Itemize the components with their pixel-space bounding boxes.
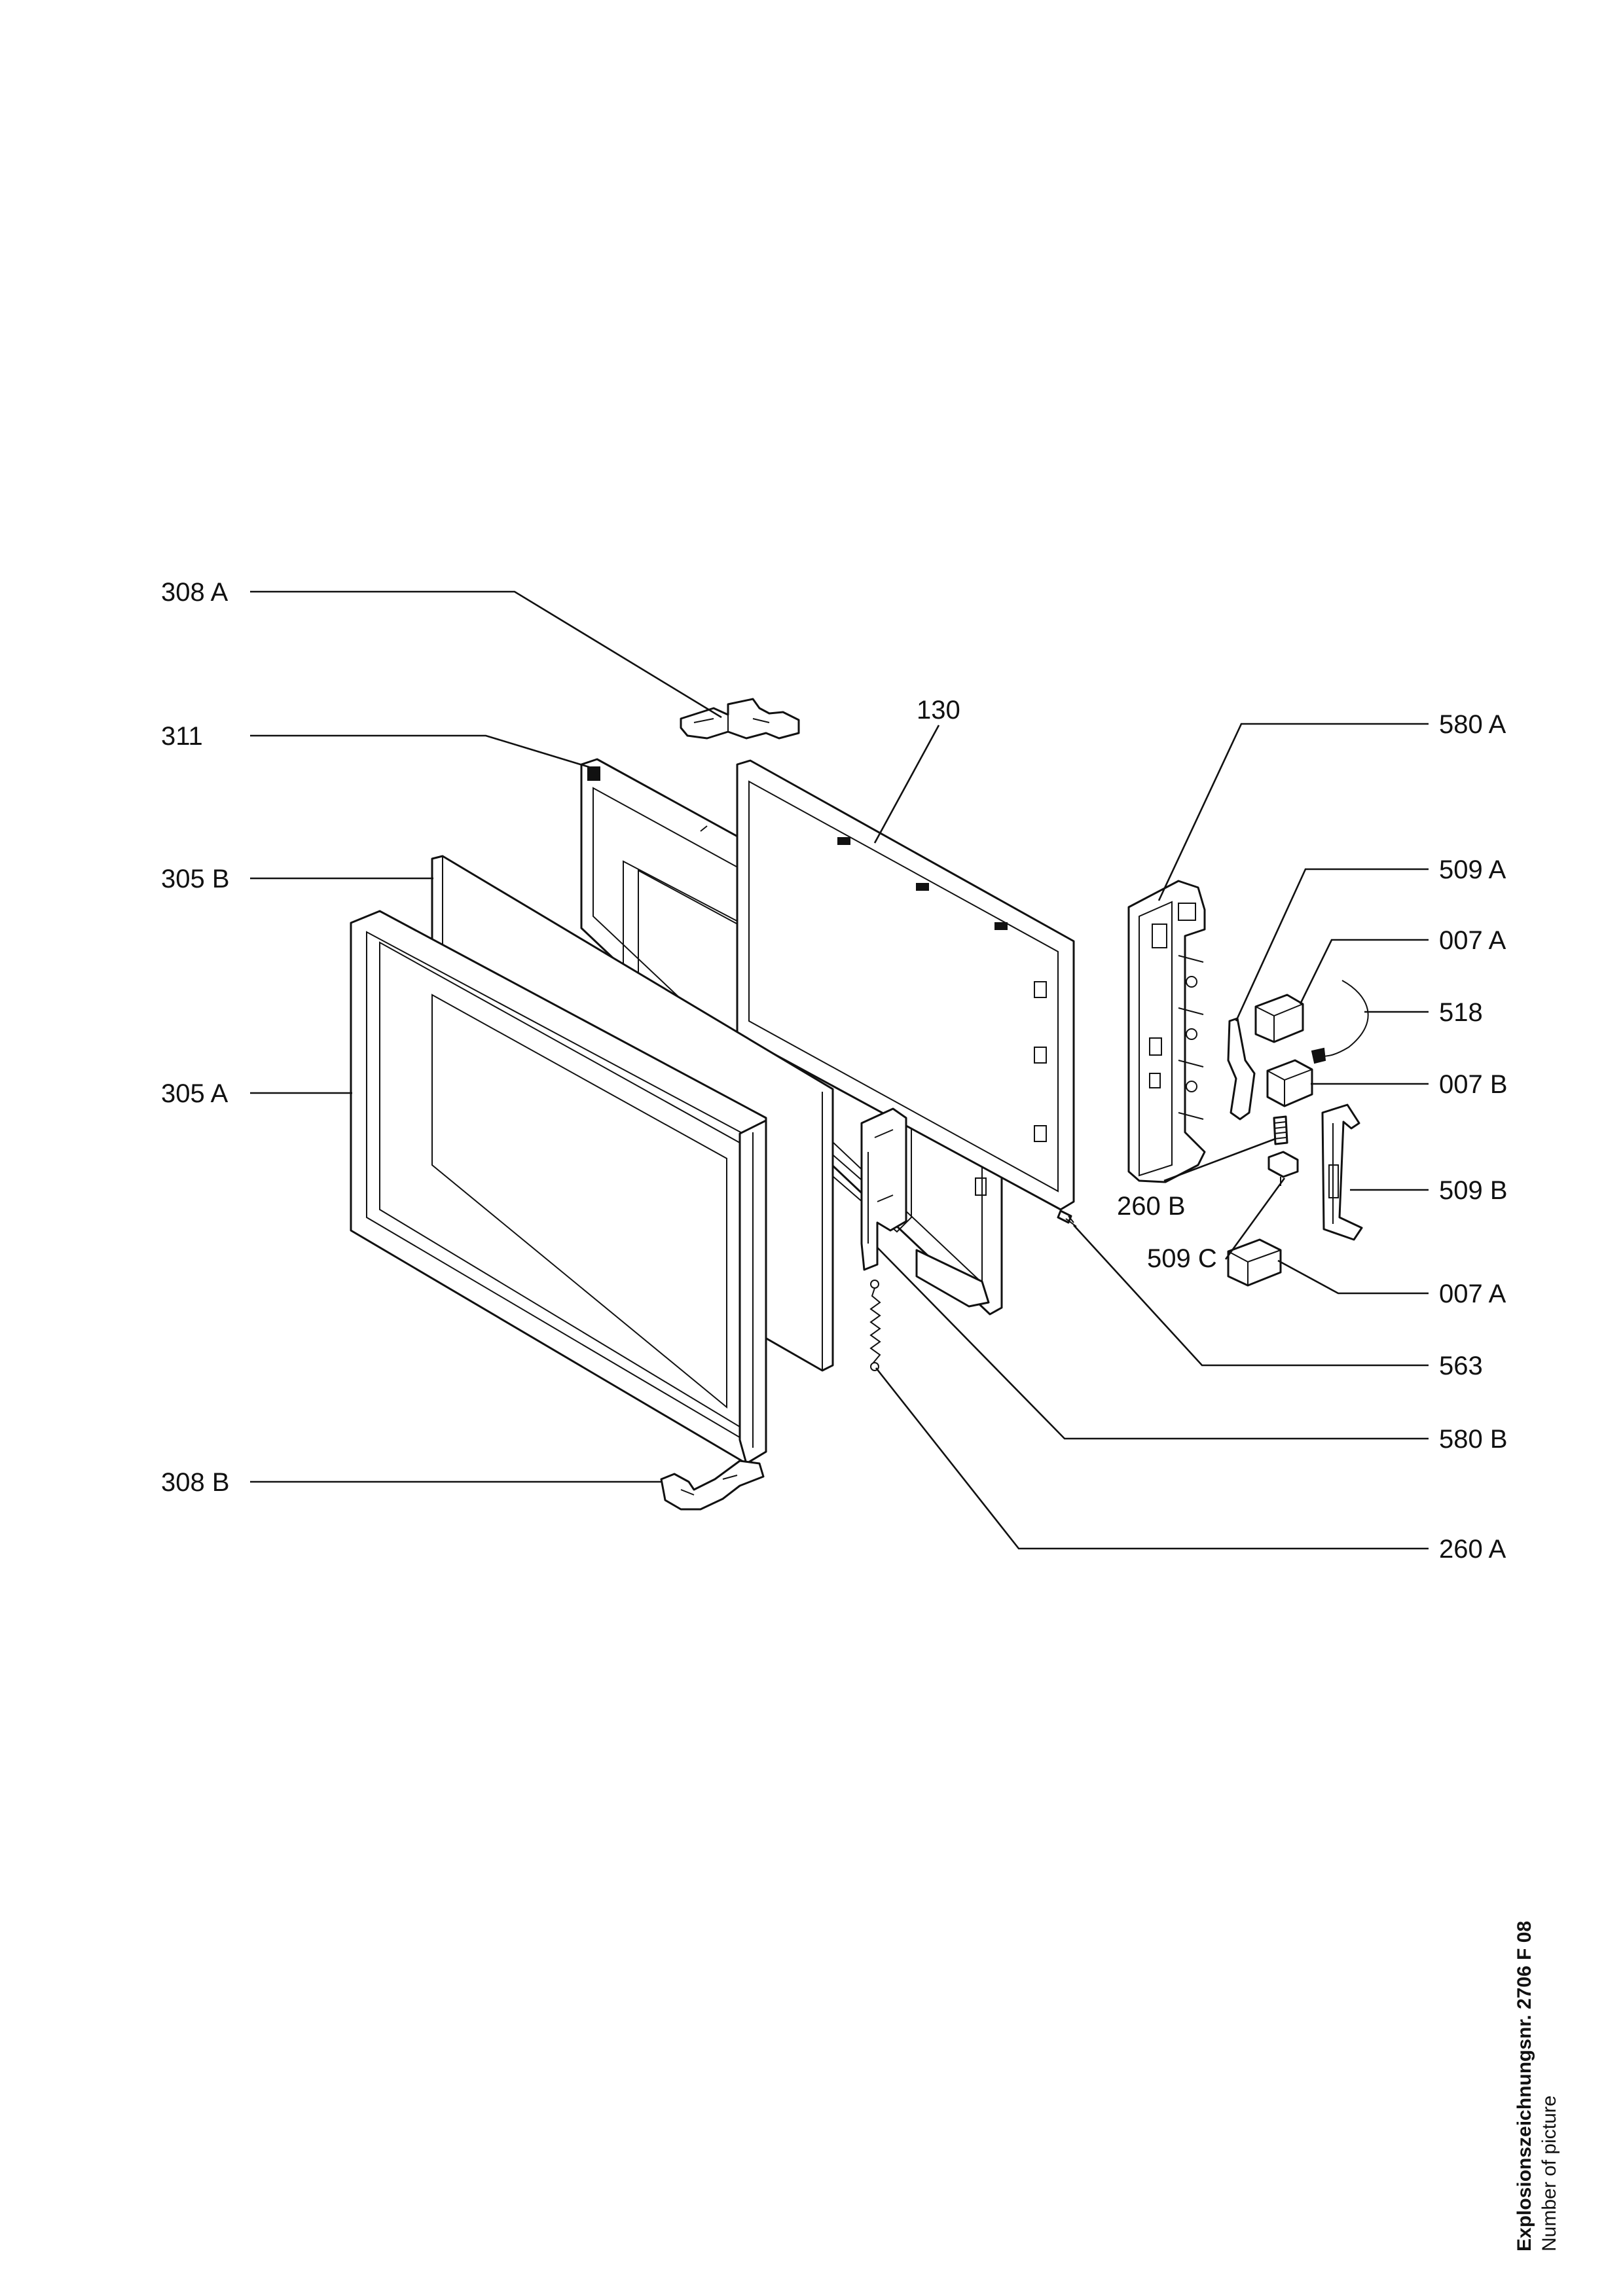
part-260a-spring [869, 1280, 881, 1371]
label-305b: 305 B [161, 865, 230, 893]
label-130: 130 [917, 696, 960, 725]
part-260b-spring [1273, 1115, 1288, 1145]
leader-260a [875, 1367, 1429, 1550]
part-509b-lever-bracket [1321, 1103, 1363, 1241]
leader-580a [1158, 723, 1429, 901]
label-007a-bottom: 007 A [1439, 1280, 1506, 1308]
label-308a: 308 A [161, 578, 228, 607]
label-580b: 580 B [1439, 1425, 1508, 1454]
part-509a-lever [1227, 1017, 1256, 1121]
part-007a-switch-top [1254, 994, 1304, 1043]
part-580a-interlock-bracket [1127, 880, 1206, 1183]
part-305a-outer-door-frame [350, 910, 767, 1465]
caption-drawing-number: Explosionszeichnungsnr. 2706 F 08 [1514, 1920, 1535, 2251]
label-260b: 260 B [1117, 1192, 1186, 1221]
part-563-screw [1057, 1210, 1077, 1227]
label-007b: 007 B [1439, 1070, 1508, 1099]
label-305a: 305 A [161, 1079, 228, 1108]
part-007b-switch [1266, 1059, 1313, 1107]
leader-580b [877, 1247, 1429, 1440]
leader-563 [1073, 1225, 1429, 1367]
label-509a: 509 A [1439, 855, 1506, 884]
leader-509c [1224, 1177, 1286, 1260]
drawing-number-caption: Explosionszeichnungsnr. 2706 F 08 Number… [1512, 1921, 1562, 2251]
label-260a: 260 A [1439, 1535, 1506, 1564]
caption-number-of-picture: Number of picture [1539, 2095, 1560, 2251]
label-308b: 308 B [161, 1468, 230, 1497]
leader-007a-bottom [1277, 1259, 1429, 1295]
label-311: 311 [161, 722, 203, 751]
part-509c-lever [1267, 1151, 1299, 1186]
leader-308a [250, 590, 722, 719]
leader-007a-top [1299, 939, 1429, 1005]
leader-311 [250, 734, 590, 768]
label-518: 518 [1439, 998, 1483, 1027]
part-007a-switch-bottom [1227, 1238, 1282, 1287]
part-308a-hinge-top [680, 698, 800, 740]
label-580a: 580 A [1439, 710, 1506, 739]
leader-lines [250, 590, 1429, 1550]
leader-260b [1163, 1138, 1276, 1182]
part-labels: 308 A 311 305 B 305 A 308 B 130 580 A 50… [161, 578, 1508, 1564]
part-308b-hinge-bottom [660, 1460, 765, 1511]
part-518-wire [1311, 980, 1369, 1064]
label-007a-top: 007 A [1439, 926, 1506, 955]
leader-509a [1235, 868, 1429, 1022]
label-509c: 509 C [1147, 1244, 1217, 1273]
part-580b-door-hook [860, 1107, 907, 1271]
label-563: 563 [1439, 1352, 1483, 1380]
leader-130 [873, 725, 940, 844]
label-509b: 509 B [1439, 1176, 1508, 1205]
